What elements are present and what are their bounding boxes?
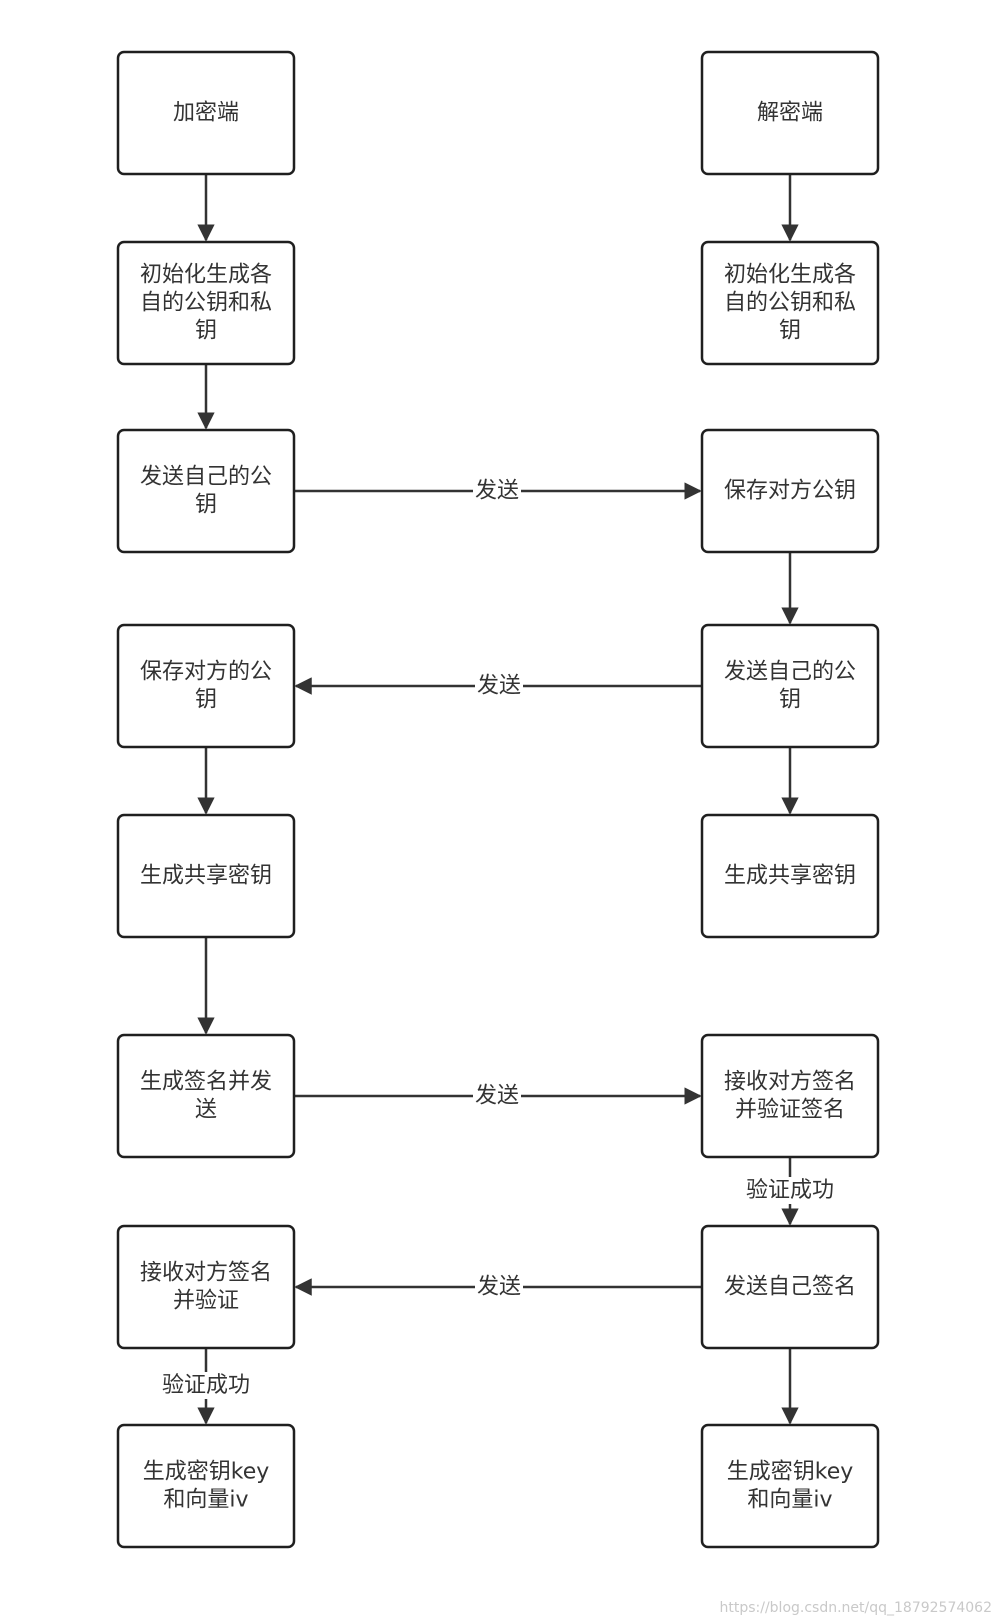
edge-label: 验证成功 bbox=[162, 1373, 250, 1398]
node-label: 和向量iv bbox=[163, 1488, 248, 1513]
edge-enc-sign-send-to-dec-recv-verify: 发送 bbox=[294, 1082, 702, 1110]
edge-enc-send-pub-to-dec-save-pub: 发送 bbox=[294, 477, 702, 505]
node-label: 生成共享密钥 bbox=[724, 864, 856, 889]
node-label: 发送自己的公 bbox=[724, 660, 856, 685]
node-label: 加密端 bbox=[173, 101, 239, 126]
edge-label: 发送 bbox=[477, 674, 521, 699]
node-box bbox=[700, 50, 880, 176]
node-label: 生成共享密钥 bbox=[140, 864, 272, 889]
node-label: 并验证签名 bbox=[735, 1098, 845, 1123]
node-label: 钥 bbox=[195, 493, 217, 518]
node-label: 自的公钥和私 bbox=[140, 291, 272, 316]
node-enc-shared: 生成共享密钥 bbox=[116, 813, 296, 939]
node-label: 钥 bbox=[195, 319, 217, 344]
node-box bbox=[700, 1224, 880, 1350]
edge-enc-recv-verify-to-enc-gen-key: 验证成功 bbox=[159, 1348, 253, 1425]
edge-dec-send-pub-to-enc-save-pub: 发送 bbox=[294, 672, 702, 700]
node-label: 生成签名并发 bbox=[140, 1070, 272, 1095]
edge-dec-send-sign-to-enc-recv-verify: 发送 bbox=[294, 1273, 702, 1301]
node-enc-gen-key: 生成密钥key 和向量iv bbox=[116, 1423, 296, 1549]
edge-label: 发送 bbox=[475, 1084, 519, 1109]
node-box bbox=[116, 623, 296, 749]
node-box bbox=[116, 1224, 296, 1350]
node-label: 解密端 bbox=[757, 101, 823, 126]
node-label: 初始化生成各 bbox=[140, 263, 272, 288]
node-label: 初始化生成各 bbox=[724, 263, 856, 288]
node-box bbox=[116, 428, 296, 554]
node-label: 钥 bbox=[195, 688, 217, 713]
node-box bbox=[116, 50, 296, 176]
node-box bbox=[700, 1423, 880, 1549]
node-box bbox=[700, 623, 880, 749]
node-label: 钥 bbox=[779, 319, 801, 344]
node-label: 生成密钥key bbox=[727, 1460, 854, 1485]
node-dec-shared: 生成共享密钥 bbox=[700, 813, 880, 939]
edge-label: 发送 bbox=[475, 479, 519, 504]
node-label: 并验证 bbox=[173, 1289, 239, 1314]
node-dec-save-pub: 保存对方公钥 bbox=[700, 428, 880, 554]
edge-dec-recv-verify-to-dec-send-sign: 验证成功 bbox=[743, 1157, 837, 1226]
node-box bbox=[116, 1033, 296, 1159]
node-label: 自的公钥和私 bbox=[724, 291, 856, 316]
watermark-text: https://blog.csdn.net/qq_18792574062 bbox=[719, 1600, 992, 1616]
node-dec-title: 解密端 bbox=[700, 50, 880, 176]
edge-label-background bbox=[472, 477, 522, 505]
node-label: 生成密钥key bbox=[143, 1460, 270, 1485]
node-box bbox=[700, 813, 880, 939]
node-box bbox=[116, 1423, 296, 1549]
node-label: 发送自己签名 bbox=[724, 1275, 856, 1300]
node-label: 发送自己的公 bbox=[140, 465, 272, 490]
node-label: 钥 bbox=[779, 688, 801, 713]
node-box bbox=[700, 1033, 880, 1159]
node-box bbox=[700, 240, 880, 366]
node-box bbox=[116, 813, 296, 939]
node-box bbox=[700, 428, 880, 554]
edge-label-background bbox=[159, 1372, 253, 1399]
node-dec-send-sign: 发送自己签名 bbox=[700, 1224, 880, 1350]
edge-label: 发送 bbox=[477, 1275, 521, 1300]
edge-label-background bbox=[743, 1177, 837, 1204]
node-dec-gen-key: 生成密钥key 和向量iv bbox=[700, 1423, 880, 1549]
edge-label-background bbox=[474, 672, 524, 700]
edge-label: 验证成功 bbox=[746, 1178, 834, 1203]
node-label: 接收对方签名 bbox=[724, 1070, 856, 1095]
node-box bbox=[116, 240, 296, 366]
node-label: 保存对方公钥 bbox=[724, 479, 856, 504]
node-label: 保存对方的公 bbox=[140, 660, 272, 685]
node-enc-title: 加密端 bbox=[116, 50, 296, 176]
node-label: 送 bbox=[195, 1098, 217, 1123]
nodes-layer: 加密端解密端初始化生成各自的公钥和私钥初始化生成各自的公钥和私钥发送自己的公钥保… bbox=[116, 50, 880, 1549]
edge-label-background bbox=[472, 1082, 522, 1110]
node-label: 和向量iv bbox=[747, 1488, 832, 1513]
node-label: 接收对方签名 bbox=[140, 1261, 272, 1286]
edge-label-background bbox=[474, 1273, 524, 1301]
